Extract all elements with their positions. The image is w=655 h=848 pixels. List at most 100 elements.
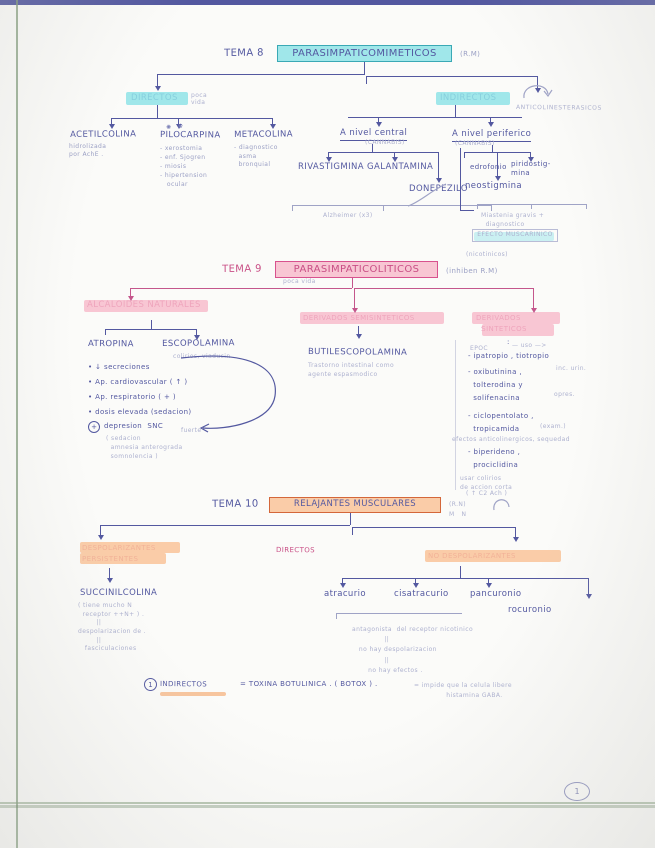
despolarizantes-highlight-2 [80, 553, 166, 564]
directos-children-stem [157, 105, 159, 118]
sinteticos-footnote: usar colirios de accion corta [460, 475, 513, 491]
directos-children-bar [111, 118, 273, 120]
topic9-arrow-left [127, 296, 134, 301]
alcaloides-children-bar [105, 329, 197, 331]
escopolamina-arrow [193, 335, 200, 340]
topic9-branch-left-drop [130, 288, 132, 298]
pancuronio-drop [488, 578, 490, 585]
topic9-title-box: PARASIMPATICOLITICOS [275, 261, 438, 278]
drug-pilocarpina: PILOCARPINA [159, 130, 221, 141]
topic10-title: RELAJANTES MUSCULARES [293, 499, 417, 510]
nivel-periferico-note: (CANNABIS) [455, 140, 495, 147]
sinteticos-item-6-sub: (exam.) [540, 423, 567, 430]
sinteticos-uso-note: — uso —> [512, 342, 547, 349]
sinteticos-left-rail [455, 340, 457, 490]
despolarizantes-highlight-1 [80, 542, 180, 553]
sinteticos-item-2-sub: inc. urin. [556, 365, 587, 372]
sinteticos-item-5: - ciclopentolato , [468, 412, 534, 420]
miastenia-indication: Miastenia gravis + diagnostico [481, 212, 545, 228]
topic8-arrow-right [534, 88, 541, 93]
topic8-prefix: TEMA 8 [224, 47, 264, 59]
topic9-title: PARASIMPATICOLITICOS [293, 263, 420, 275]
atropina-bullet-2: • Ap. cardiovascular ( ↑ ) [88, 378, 188, 386]
directos-child1-drop [111, 118, 113, 126]
no-despolarizantes-highlight [425, 550, 561, 562]
directos-child2-drop [178, 118, 180, 126]
nivel-central-note: (CANNABIS) [365, 139, 405, 146]
topic8-note: (R.M) [459, 50, 481, 59]
page-number: 1 [564, 782, 590, 801]
topic9-branch-left-bar [130, 288, 352, 290]
cisatracurio-arrow [412, 583, 419, 588]
topic8-branch-right-bar [366, 76, 538, 78]
miastenia-bracket-mid [531, 204, 533, 209]
no-despolarizantes-bar [342, 578, 588, 580]
alzheimer-bracket-left [292, 205, 294, 211]
nivel-periferico-label: A nivel periferico [452, 129, 532, 142]
sinteticos-item-8: prociclidina [468, 461, 519, 469]
atropina-bullet-5: depresion SNC [104, 422, 164, 430]
central-drug1-drop [328, 152, 330, 159]
cisatracurio-drop [415, 578, 417, 585]
topic8-branch-right-drop [537, 76, 539, 90]
drug-butilescopolamina: BUTILESCOPOLAMINA [307, 347, 408, 358]
atropina-bullet-3: • Ap. respiratorio ( + ) [88, 393, 177, 401]
directos-note: poca vida [191, 92, 208, 106]
drug-atropina: ATROPINA [87, 339, 134, 350]
atropina-marker2: fuerte [181, 427, 202, 434]
alcaloides-highlight [84, 300, 208, 312]
sinteticos-highlight-1 [472, 312, 560, 324]
topic10-branch-right-stub [352, 527, 354, 535]
drug-escopolamina: ESCOPOLAMINA [161, 338, 235, 349]
topic10-title-box: RELAJANTES MUSCULARES [269, 497, 441, 513]
topic10-branch-left-drop [100, 525, 102, 537]
no-despolarizantes-details: antagonista del receptor nicotinico || n… [352, 626, 474, 674]
rocuronio-arrow [585, 594, 592, 599]
directos-highlight [126, 92, 188, 105]
drug-pancuronio: pancuronio [470, 589, 522, 599]
indirectos-central-arrow [375, 122, 382, 127]
alcaloides-children-stem [151, 320, 153, 329]
atropina-bullet-1: • ↓ secreciones [88, 363, 150, 371]
topic10-center-label: DIRECTOS [275, 546, 316, 555]
indirectos-curl-arrow [523, 85, 553, 99]
drug-atracurio: atracurio [324, 589, 366, 599]
alzheimer-bracket-mid [383, 205, 385, 211]
topic9-title-highlight [275, 261, 438, 278]
atropina-bullet-note: ( sedacion amnesia anterograda somnolenc… [106, 435, 183, 460]
topic10-note: (R.N) M N [449, 501, 467, 519]
drug-rocuronio: rocuronio [508, 605, 552, 615]
periferico-drug3-arrow [494, 176, 501, 181]
periferico-drugs-stem [492, 145, 494, 152]
directos-child3-arrow [269, 124, 276, 129]
central-drug2-drop [394, 152, 396, 159]
flower-doodle-2: ❀ [178, 123, 184, 130]
page-bottom-edge [0, 802, 655, 804]
topic10-curl [493, 499, 510, 511]
atropina-bullet-4: • dosis elevada (sedacion) [88, 408, 192, 416]
sinteticos-item-1-sub: EPOC [470, 345, 488, 352]
efecto-muscarinico-box: EFECTO MUSCARINICO [472, 229, 558, 242]
efecto-muscarinico-highlight [474, 232, 554, 241]
topic9-note: (inhiben R.M) [446, 267, 498, 275]
footer-equals-1: = TOXINA BOTULINICA . ( BOTOX ) . [240, 680, 378, 688]
drug-edrofonio: edrofonio [470, 163, 507, 171]
topic9-subnote: poca vida [283, 278, 316, 285]
sinteticos-highlight-2 [482, 324, 554, 336]
drug-metacolina-details: - diagnostico asma bronquial [234, 144, 278, 169]
alzheimer-bracket-right [491, 205, 493, 211]
sinteticos-footnote-3: efectos anticolinergicos, sequedad [452, 436, 570, 443]
periferico-drug2-drop [530, 152, 532, 159]
topic9-branch-mid-drop [354, 288, 356, 310]
drug-donepezilo: DONEPEZILO [409, 184, 468, 194]
escopolamina-drop [196, 329, 198, 337]
periferico-drug2-arrow [527, 157, 534, 162]
drug-galantamina: GALANTAMINA [367, 162, 434, 172]
donepezilo-link-curve [407, 183, 447, 207]
indirectos-highlight [436, 92, 510, 105]
no-despolarizantes-stem [460, 566, 462, 578]
semisinteticos-arrow [355, 334, 362, 339]
topic8-branch-left-drop [157, 74, 159, 88]
nivel-central-label: A nivel central [340, 128, 408, 141]
page-left-edge [16, 0, 18, 848]
